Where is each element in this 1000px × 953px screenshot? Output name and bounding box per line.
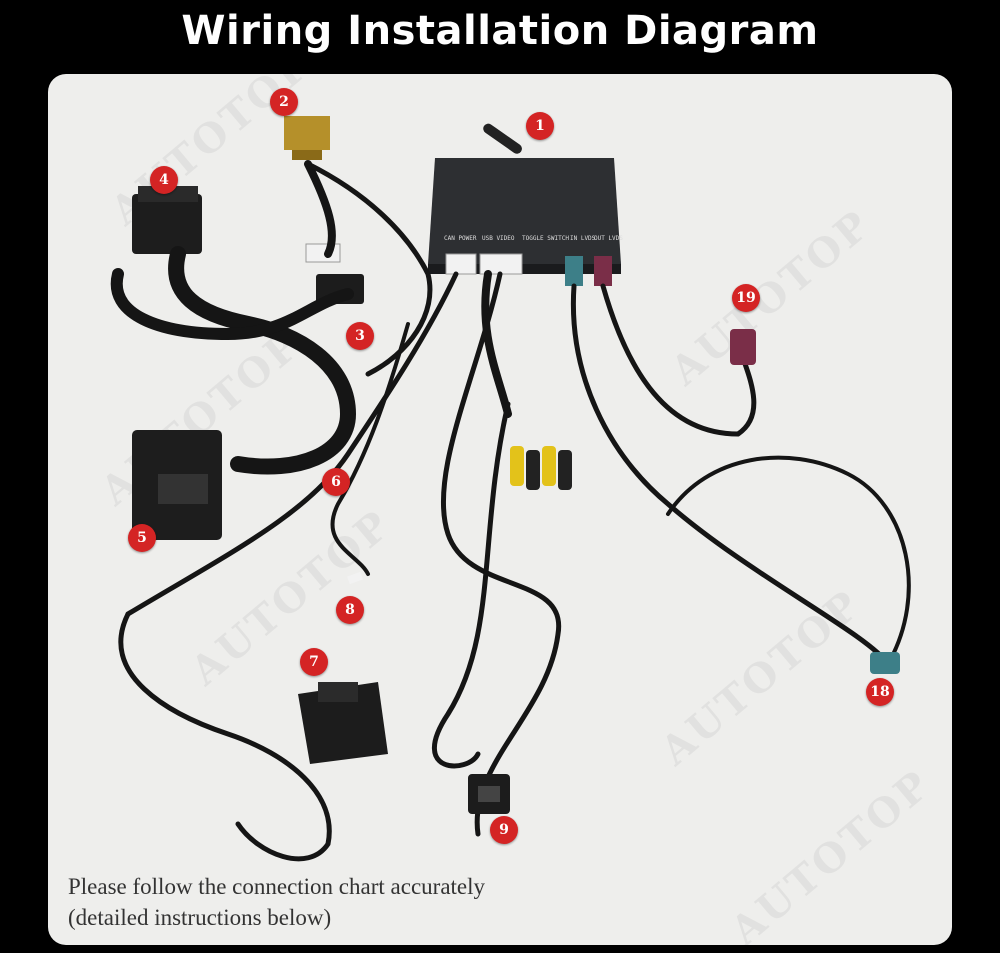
- port-label: TOGGLE SWITCH: [522, 235, 569, 242]
- wiring-photo: AUTOTOP AUTOTOP AUTOTOP AUTOTOP AUTOTOP …: [48, 74, 952, 945]
- instruction-note-line1: Please follow the connection chart accur…: [68, 874, 486, 899]
- callout-badge: 1: [526, 112, 554, 140]
- port-label: USB VIDEO: [482, 235, 515, 242]
- callout-badge: 8: [336, 596, 364, 624]
- callout-badge: 7: [300, 648, 328, 676]
- callout-badge: 18: [866, 678, 894, 706]
- callout-badge: 19: [732, 284, 760, 312]
- callout-badge: 9: [490, 816, 518, 844]
- port-label: IN LVDS: [570, 235, 596, 242]
- callout-badge: 5: [128, 524, 156, 552]
- port-label: CAN POWER: [444, 235, 477, 242]
- callout-badge: 4: [150, 166, 178, 194]
- port-label: OUT LVDS: [594, 235, 623, 242]
- callout-badge: 3: [346, 322, 374, 350]
- instruction-note-line2: (detailed instructions below): [68, 905, 332, 930]
- callout-badge: 2: [270, 88, 298, 116]
- callout-badge: 6: [322, 468, 350, 496]
- harness-illustration: CAN POWER USB VIDEO TOGGLE SWITCH IN LVD…: [110, 116, 911, 862]
- page-title: Wiring Installation Diagram: [181, 8, 819, 54]
